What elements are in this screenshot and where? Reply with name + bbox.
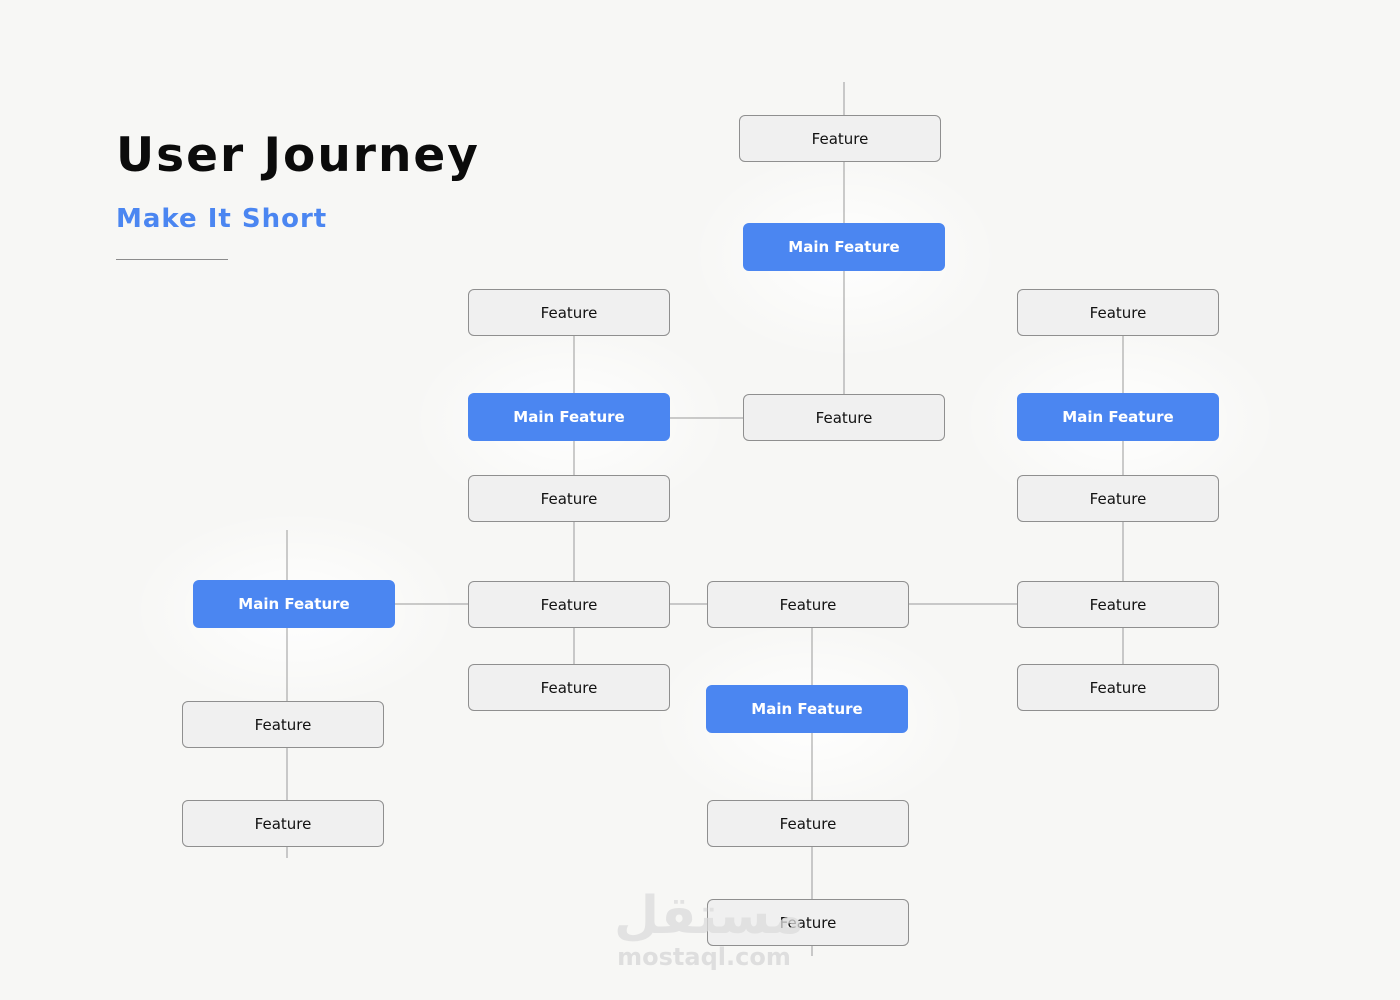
main-feature-node[interactable]: Main Feature (706, 685, 908, 733)
feature-node[interactable]: Feature (1017, 581, 1219, 628)
main-feature-node[interactable]: Main Feature (468, 393, 670, 441)
feature-node[interactable]: Feature (468, 289, 670, 336)
feature-node[interactable]: Feature (182, 701, 384, 748)
feature-node[interactable]: Feature (707, 581, 909, 628)
feature-node[interactable]: Feature (1017, 664, 1219, 711)
feature-node[interactable]: Feature (743, 394, 945, 441)
main-feature-node[interactable]: Main Feature (193, 580, 395, 628)
feature-node[interactable]: Feature (1017, 289, 1219, 336)
feature-node[interactable]: Feature (468, 581, 670, 628)
feature-node[interactable]: Feature (468, 475, 670, 522)
title-divider (116, 259, 228, 260)
feature-node[interactable]: Feature (1017, 475, 1219, 522)
page-title: User Journey (116, 128, 480, 183)
feature-node[interactable]: Feature (468, 664, 670, 711)
feature-node[interactable]: Feature (182, 800, 384, 847)
feature-node[interactable]: Feature (739, 115, 941, 162)
main-feature-node[interactable]: Main Feature (743, 223, 945, 271)
page-subtitle: Make It Short (116, 204, 328, 234)
feature-node[interactable]: Feature (707, 800, 909, 847)
main-feature-node[interactable]: Main Feature (1017, 393, 1219, 441)
feature-node[interactable]: Feature (707, 899, 909, 946)
